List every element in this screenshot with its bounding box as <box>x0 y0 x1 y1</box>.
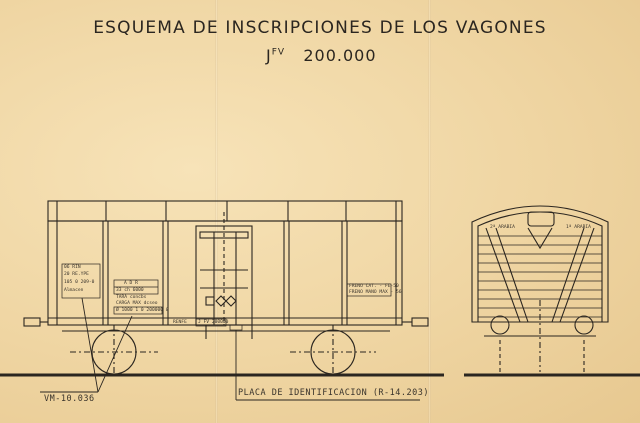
end-brace-left <box>485 227 529 323</box>
left-panel-line: 06 RIN <box>64 265 81 270</box>
end-buffer-right <box>574 315 594 335</box>
drawing-title: ESQUEMA DE INSCRIPCIONES DE LOS VAGONES <box>93 18 547 38</box>
buffers <box>23 317 429 327</box>
side-view <box>0 200 444 401</box>
subtitle-superscript: FV <box>271 47 286 58</box>
left-panel-line: 105 0 209-0 <box>64 280 95 285</box>
brake-panel-line: FRENO MANO MAX - 56 <box>349 290 402 295</box>
subtitle-number: 200.000 <box>303 46 377 65</box>
weight-block-row: 33 ch 6000 <box>116 288 144 293</box>
end-class-right: 1ª ARABIA <box>566 225 591 230</box>
end-vent <box>527 211 555 227</box>
subtitle-prefix: J <box>266 46 272 65</box>
brake-panel-line: FRENO CAT. - FE-50 <box>349 284 399 289</box>
sliding-door <box>195 212 253 326</box>
paper-fold <box>428 0 431 423</box>
weight-block-header: A D R <box>124 281 138 286</box>
left-panel-line: 20 RE.YPE <box>64 272 89 277</box>
callout-vm: VM-10.036 <box>44 394 95 404</box>
number-plate: J FV 200000 <box>198 320 229 325</box>
underframe <box>58 324 395 339</box>
drawing-subtitle: JFV 200.000 <box>266 46 377 65</box>
long-label: Ø 1000 1 0 200000 0 <box>116 308 169 313</box>
end-class-left: 2ª ARABIA <box>490 225 515 230</box>
wheels <box>70 325 376 376</box>
inscription-boxes <box>61 263 392 331</box>
end-buffer-left <box>490 315 510 335</box>
owner-mark: RENFE <box>173 320 187 325</box>
left-panel-line: Almacen <box>64 288 84 293</box>
roof-rail <box>47 200 403 222</box>
callout-placa: PLACA DE IDENTIFICACION (R-14.203) <box>238 388 429 398</box>
end-brace-right <box>551 227 595 323</box>
weight-block-row: TARA concbs <box>116 295 147 300</box>
end-body <box>471 205 609 323</box>
callout-leaders <box>40 297 420 401</box>
wagon-body <box>47 220 403 326</box>
weight-block-row: CARGA MAX dcseo <box>116 301 158 306</box>
paper-fold <box>215 0 218 423</box>
end-view <box>464 205 640 377</box>
